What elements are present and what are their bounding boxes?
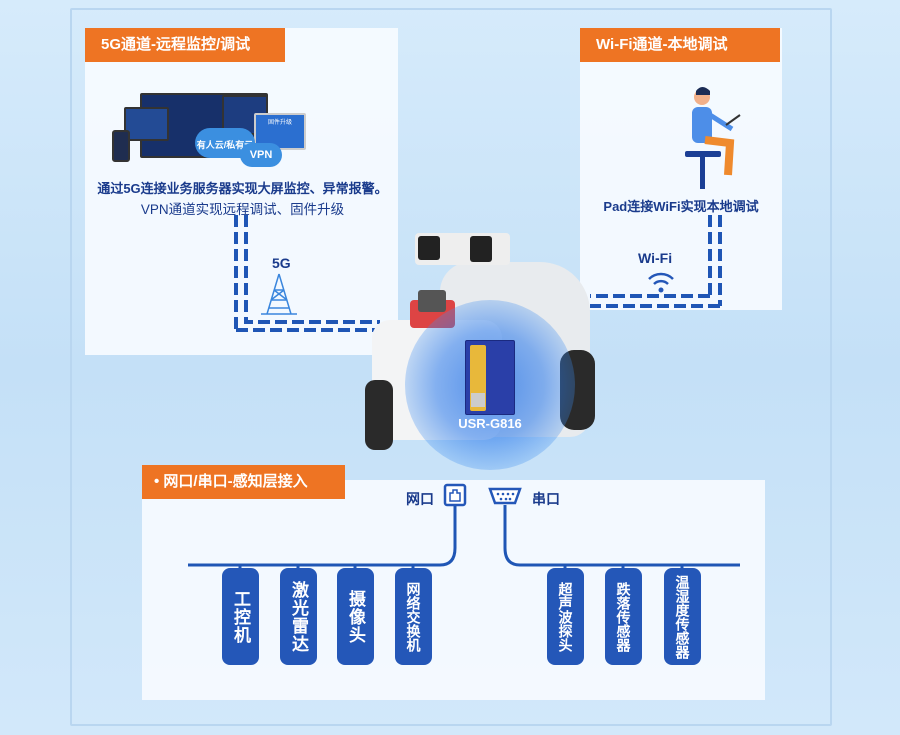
5g-tower-icon [261, 273, 297, 315]
person-with-laptop-illustration [685, 87, 741, 189]
panel-sense-title: • 网口/串口-感知层接入 [142, 465, 345, 499]
wifi-channel-label: Wi-Fi [638, 250, 673, 266]
wifi-icon [648, 272, 674, 293]
outer-frame [70, 8, 832, 726]
5g-channel-label: 5G [272, 255, 291, 271]
device-temp-humidity-sensor: 温湿度传感器 [664, 568, 701, 665]
vpn-label: VPN [249, 149, 273, 161]
device-camera: 摄像头 [337, 568, 374, 665]
device-fall-sensor: 跌落传感器 [605, 568, 642, 665]
cloud-label: 有人云/私有云 [196, 140, 254, 150]
panel-wifi-title: Wi-Fi通道-本地调试 [580, 28, 780, 62]
ethernet-label: 网口 [406, 491, 434, 507]
panel-5g [85, 28, 398, 355]
ethernet-port-icon [443, 483, 467, 507]
panel-5g-desc-line2: VPN通道实现远程调试、固件升级 [140, 202, 345, 217]
panel-5g-desc-line1: 通过5G连接业务服务器实现大屏监控、异常报警。 [97, 181, 388, 196]
device-ultrasonic-probe: 超声波探头 [547, 568, 584, 665]
panel-wifi [580, 28, 782, 310]
serial-label: 串口 [532, 491, 560, 507]
device-lidar: 激光雷达 [280, 568, 317, 665]
usr-g816-router [465, 340, 515, 415]
serial-port-icon [488, 487, 522, 505]
device-industrial-pc: 工控机 [222, 568, 259, 665]
panel-5g-title: 5G通道-远程监控/调试 [85, 28, 285, 62]
panel-wifi-desc: Pad连接WiFi实现本地调试 [603, 199, 759, 214]
device-network-switch: 网络交换机 [395, 568, 432, 665]
upgrade-label: 固件升级 [267, 120, 292, 126]
device-name: USR-G816 [458, 416, 522, 431]
